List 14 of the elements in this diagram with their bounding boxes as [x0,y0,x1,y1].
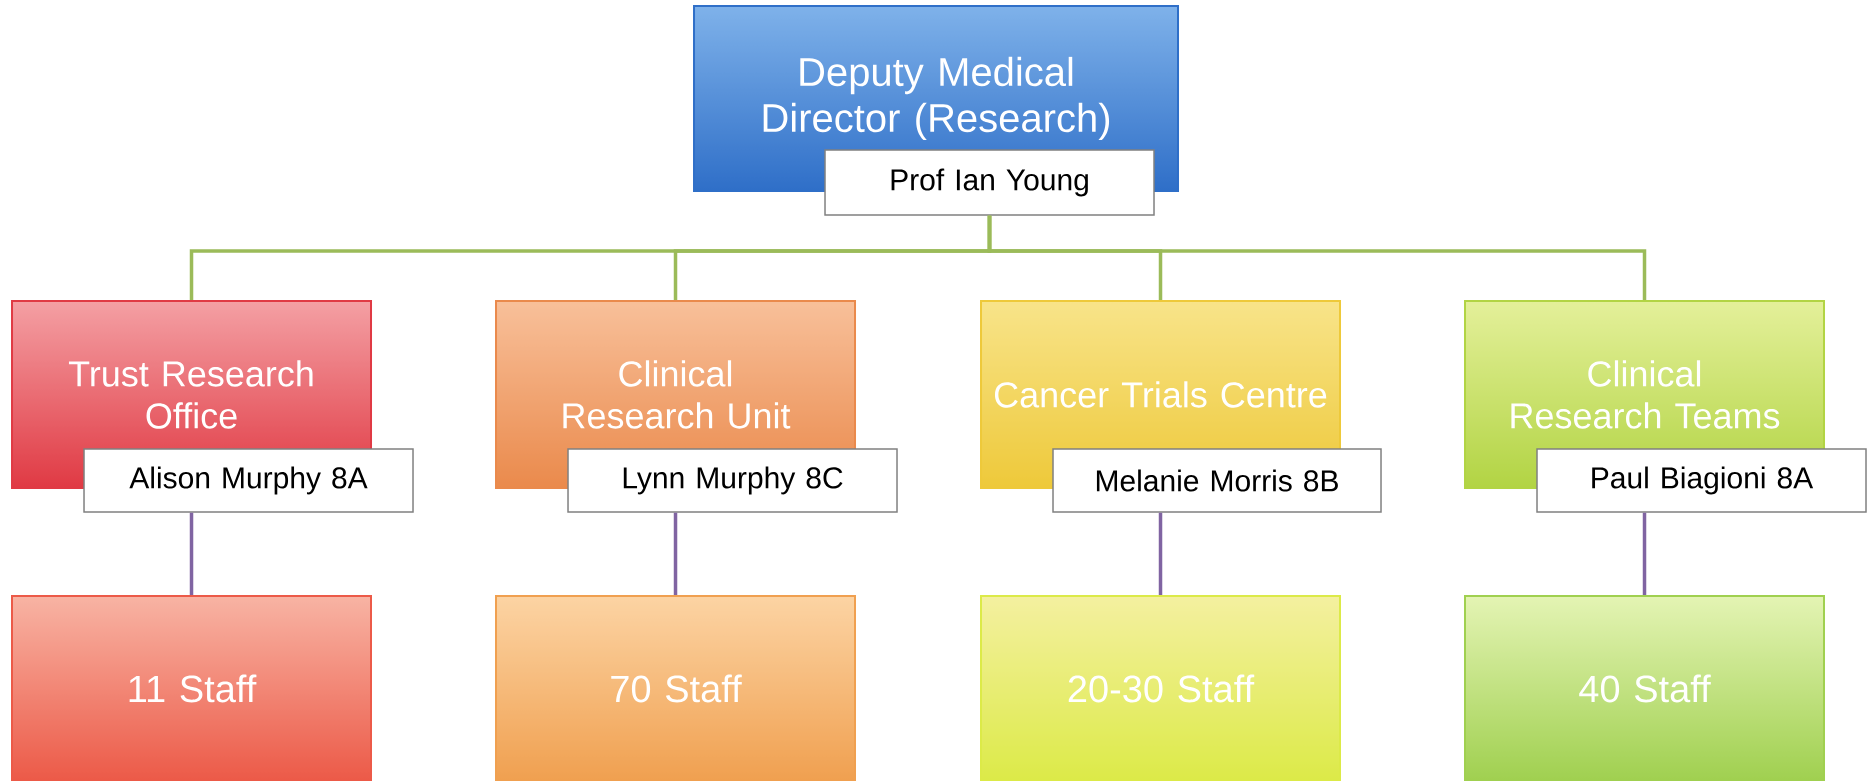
name-box: Paul Biagioni 8A [1536,448,1867,513]
connector-line [673,512,678,595]
connector-line [987,215,1647,300]
name-box: Alison Murphy 8A [83,448,414,513]
connector-line [1642,512,1647,595]
name-box: Melanie Morris 8B [1052,448,1382,513]
name-box: Lynn Murphy 8C [567,448,898,513]
staff-box: 40 Staff [1464,595,1825,781]
staff-box: 11 Staff [11,595,372,781]
connector-line [189,512,194,595]
name-box: Prof Ian Young [824,149,1155,216]
connector-line [1158,512,1163,595]
staff-box: 20-30 Staff [980,595,1341,781]
staff-box: 70 Staff [495,595,856,781]
